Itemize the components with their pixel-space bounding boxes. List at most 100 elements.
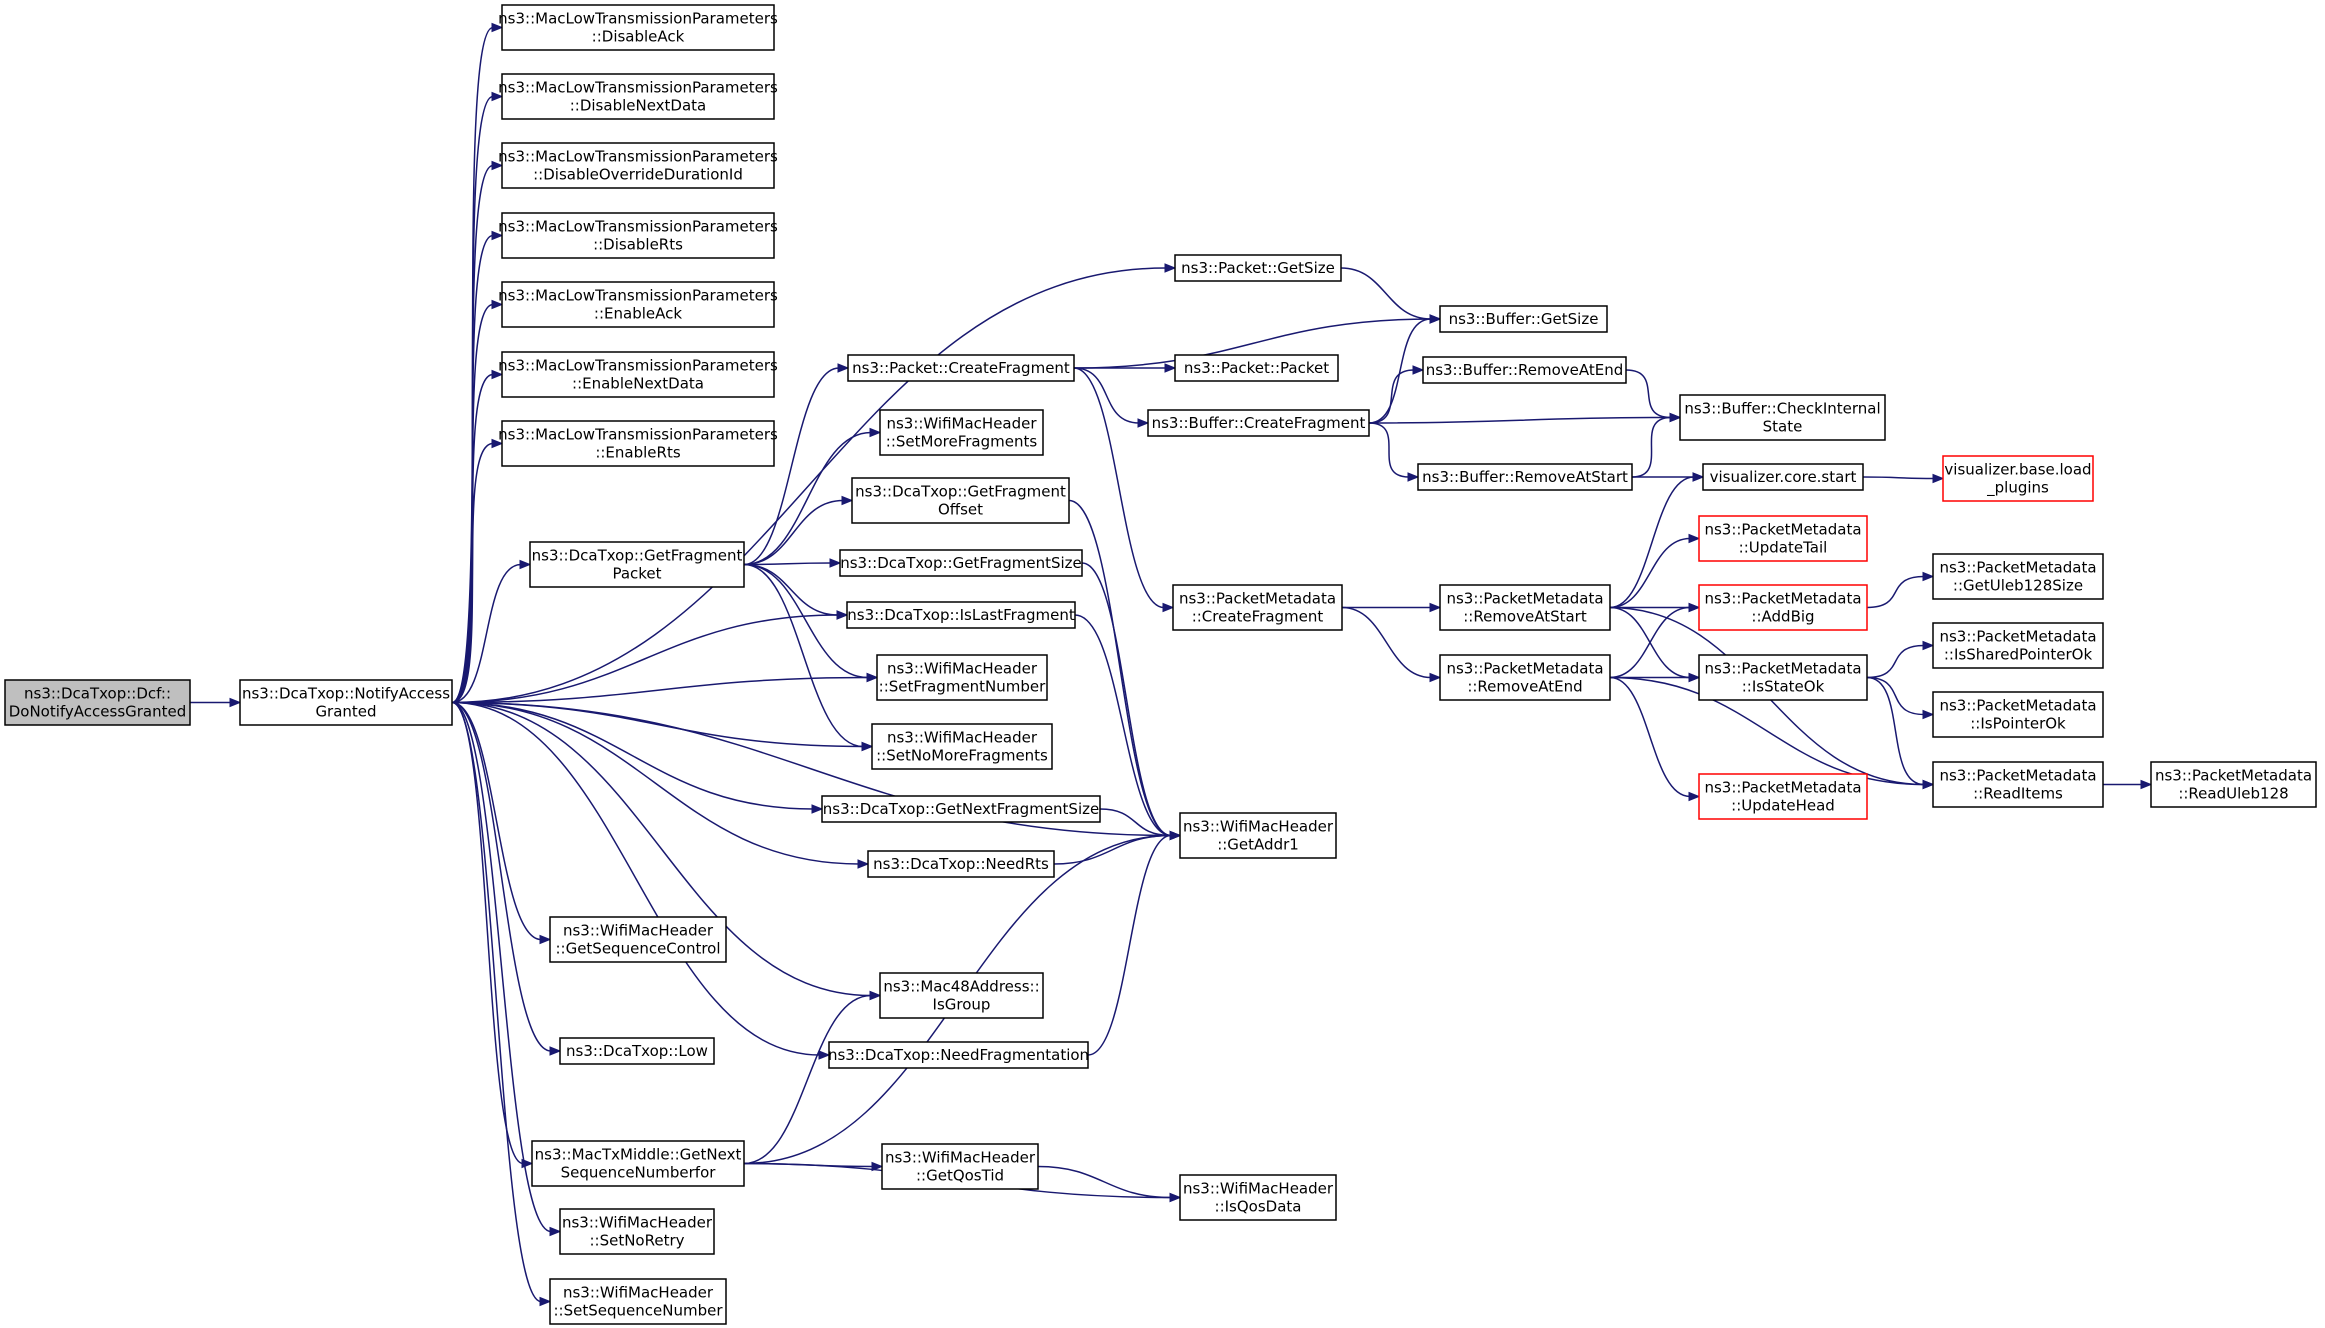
node-pmisp[interactable]: ns3::PacketMetadata::IsSharedPointerOk (1932, 622, 2104, 669)
node-disover[interactable]: ns3::MacLowTransmissionParameters::Disab… (498, 142, 778, 189)
arrowhead-icon (491, 299, 504, 310)
node-pmri[interactable]: ns3::PacketMetadata::ReadItems (1932, 761, 2104, 808)
node-label: ns3::Packet::Packet (1184, 359, 1329, 377)
node-label: ns3::DcaTxop::NeedRts (873, 855, 1049, 873)
node-pmgul[interactable]: ns3::PacketMetadata::GetUleb128Size (1932, 553, 2104, 600)
node-label: ::RemoveAtEnd (1467, 678, 1582, 696)
node-label: ns3::WifiMacHeader (887, 660, 1038, 678)
edge-path (451, 701, 814, 810)
edge-path (1053, 834, 1172, 865)
edge-path (1609, 676, 1925, 786)
node-box (1698, 654, 1868, 701)
node-smf[interactable]: ns3::WifiMacHeader::SetMoreFragments (879, 409, 1044, 456)
node-vblp[interactable]: visualizer.base.load_plugins (1942, 455, 2094, 502)
node-box (1942, 455, 2094, 502)
node-gnfs[interactable]: ns3::DcaTxop::GetNextFragmentSize (821, 795, 1101, 823)
edge-path (1609, 537, 1691, 609)
node-label: ns3::PacketMetadata (1446, 660, 1603, 678)
node-label: ::SetNoMoreFragments (876, 747, 1048, 765)
node-box (1174, 354, 1339, 382)
node-addr1[interactable]: ns3::WifiMacHeader::GetAddr1 (1179, 812, 1337, 859)
edge-path (451, 701, 552, 1233)
node-snmf[interactable]: ns3::WifiMacHeader::SetNoMoreFragments (871, 723, 1053, 770)
node-pmrae[interactable]: ns3::PacketMetadata::RemoveAtEnd (1439, 654, 1611, 701)
edge-nag-to-nrts (451, 701, 870, 869)
node-gnsn[interactable]: ns3::MacTxMiddle::GetNextSequenceNumberf… (531, 1140, 745, 1187)
edge-path (1341, 606, 1432, 679)
node-qostid[interactable]: ns3::WifiMacHeader::GetQosTid (881, 1143, 1039, 1190)
node-sfn[interactable]: ns3::WifiMacHeader::SetFragmentNumber (876, 654, 1048, 701)
edges-layer (190, 22, 2153, 1307)
node-label: ::RemoveAtStart (1463, 608, 1587, 626)
node-bcf[interactable]: ns3::Buffer::CreateFragment (1147, 409, 1370, 437)
node-label: ns3::WifiMacHeader (885, 1149, 1036, 1167)
node-disack[interactable]: ns3::MacLowTransmissionParameters::Disab… (498, 4, 778, 51)
node-pcf[interactable]: ns3::Packet::CreateFragment (847, 354, 1075, 382)
node-nfrag[interactable]: ns3::DcaTxop::NeedFragmentation (828, 1041, 1089, 1069)
node-isgroup[interactable]: ns3::Mac48Address::IsGroup (879, 972, 1044, 1019)
arrowhead-icon (1429, 602, 1442, 613)
edge-path (1609, 476, 1695, 609)
arrowhead-icon (229, 697, 242, 708)
arrowhead-icon (1164, 263, 1177, 273)
node-bgetsize[interactable]: ns3::Buffer::GetSize (1439, 305, 1608, 333)
node-ilf[interactable]: ns3::DcaTxop::IsLastFragment (846, 601, 1076, 629)
node-label: ::GetSequenceControl (555, 940, 720, 958)
node-nag[interactable]: ns3::DcaTxop::NotifyAccessGranted (239, 679, 453, 726)
node-enack[interactable]: ns3::MacLowTransmissionParameters::Enabl… (498, 281, 778, 328)
arrowhead-icon (519, 559, 532, 570)
edge-path (1625, 369, 1672, 419)
node-disrts[interactable]: ns3::MacLowTransmissionParameters::Disab… (498, 212, 778, 259)
node-brae[interactable]: ns3::Buffer::RemoveAtEnd (1422, 356, 1627, 384)
node-nrts[interactable]: ns3::DcaTxop::NeedRts (867, 850, 1055, 878)
node-label: ::DisableRts (593, 236, 683, 254)
node-isqos[interactable]: ns3::WifiMacHeader::IsQosData (1179, 1174, 1337, 1221)
node-low[interactable]: ns3::DcaTxop::Low (559, 1037, 715, 1065)
edge-pmcf-to-pmras (1342, 602, 1442, 613)
arrowhead-icon (491, 230, 504, 241)
node-box (501, 420, 775, 467)
node-pmras[interactable]: ns3::PacketMetadata::RemoveAtStart (1439, 584, 1611, 631)
arrowhead-icon (1688, 672, 1701, 683)
node-label: ::EnableRts (595, 444, 681, 462)
node-ppacket[interactable]: ns3::Packet::Packet (1174, 354, 1339, 382)
node-box (871, 723, 1053, 770)
node-snr[interactable]: ns3::WifiMacHeader::SetNoRetry (559, 1208, 715, 1255)
node-ennext[interactable]: ns3::MacLowTransmissionParameters::Enabl… (498, 351, 778, 398)
node-label: ::EnableNextData (572, 375, 704, 393)
node-pmru[interactable]: ns3::PacketMetadata::ReadUleb128 (2150, 761, 2317, 808)
node-pmut[interactable]: ns3::PacketMetadata::UpdateTail (1698, 515, 1868, 562)
edge-gnsn-to-isgroup (743, 990, 882, 1165)
node-gfs[interactable]: ns3::DcaTxop::GetFragmentSize (839, 549, 1083, 577)
node-enrts[interactable]: ns3::MacLowTransmissionParameters::Enabl… (498, 420, 778, 467)
node-label: ns3::MacLowTransmissionParameters (498, 79, 778, 97)
node-pmcf[interactable]: ns3::PacketMetadata::CreateFragment (1172, 584, 1343, 631)
node-pgetsize[interactable]: ns3::Packet::GetSize (1174, 254, 1342, 282)
edge-path (451, 267, 1167, 704)
edge-path (451, 614, 839, 704)
edge-path (451, 701, 542, 1303)
node-label: ::GetQosTid (916, 1167, 1004, 1185)
node-pmuh[interactable]: ns3::PacketMetadata::UpdateHead (1698, 773, 1868, 820)
node-pmipo[interactable]: ns3::PacketMetadata::IsPointerOk (1932, 691, 2104, 738)
node-box (501, 4, 775, 51)
edge-path (1068, 499, 1172, 837)
node-dcf[interactable]: ns3::DcaTxop::Dcf::DoNotifyAccessGranted (4, 679, 191, 726)
node-gsc[interactable]: ns3::WifiMacHeader::GetSequenceControl (549, 916, 727, 963)
edge-path (743, 499, 844, 566)
node-disnext[interactable]: ns3::MacLowTransmissionParameters::Disab… (498, 73, 778, 120)
node-label: ns3::PacketMetadata (1939, 697, 2096, 715)
node-vcs[interactable]: visualizer.core.start (1702, 463, 1864, 491)
node-box (1698, 584, 1868, 631)
node-ssn[interactable]: ns3::WifiMacHeader::SetSequenceNumber (549, 1278, 727, 1325)
node-bras[interactable]: ns3::Buffer::RemoveAtStart (1417, 463, 1633, 491)
node-box (1932, 553, 2104, 600)
node-label: ns3::DcaTxop::GetFragmentSize (840, 554, 1082, 572)
node-label: ns3::MacLowTransmissionParameters (498, 426, 778, 444)
node-pmab[interactable]: ns3::PacketMetadata::AddBig (1698, 584, 1868, 631)
node-pmiso[interactable]: ns3::PacketMetadata::IsStateOk (1698, 654, 1868, 701)
node-label: ::IsQosData (1215, 1198, 1302, 1216)
